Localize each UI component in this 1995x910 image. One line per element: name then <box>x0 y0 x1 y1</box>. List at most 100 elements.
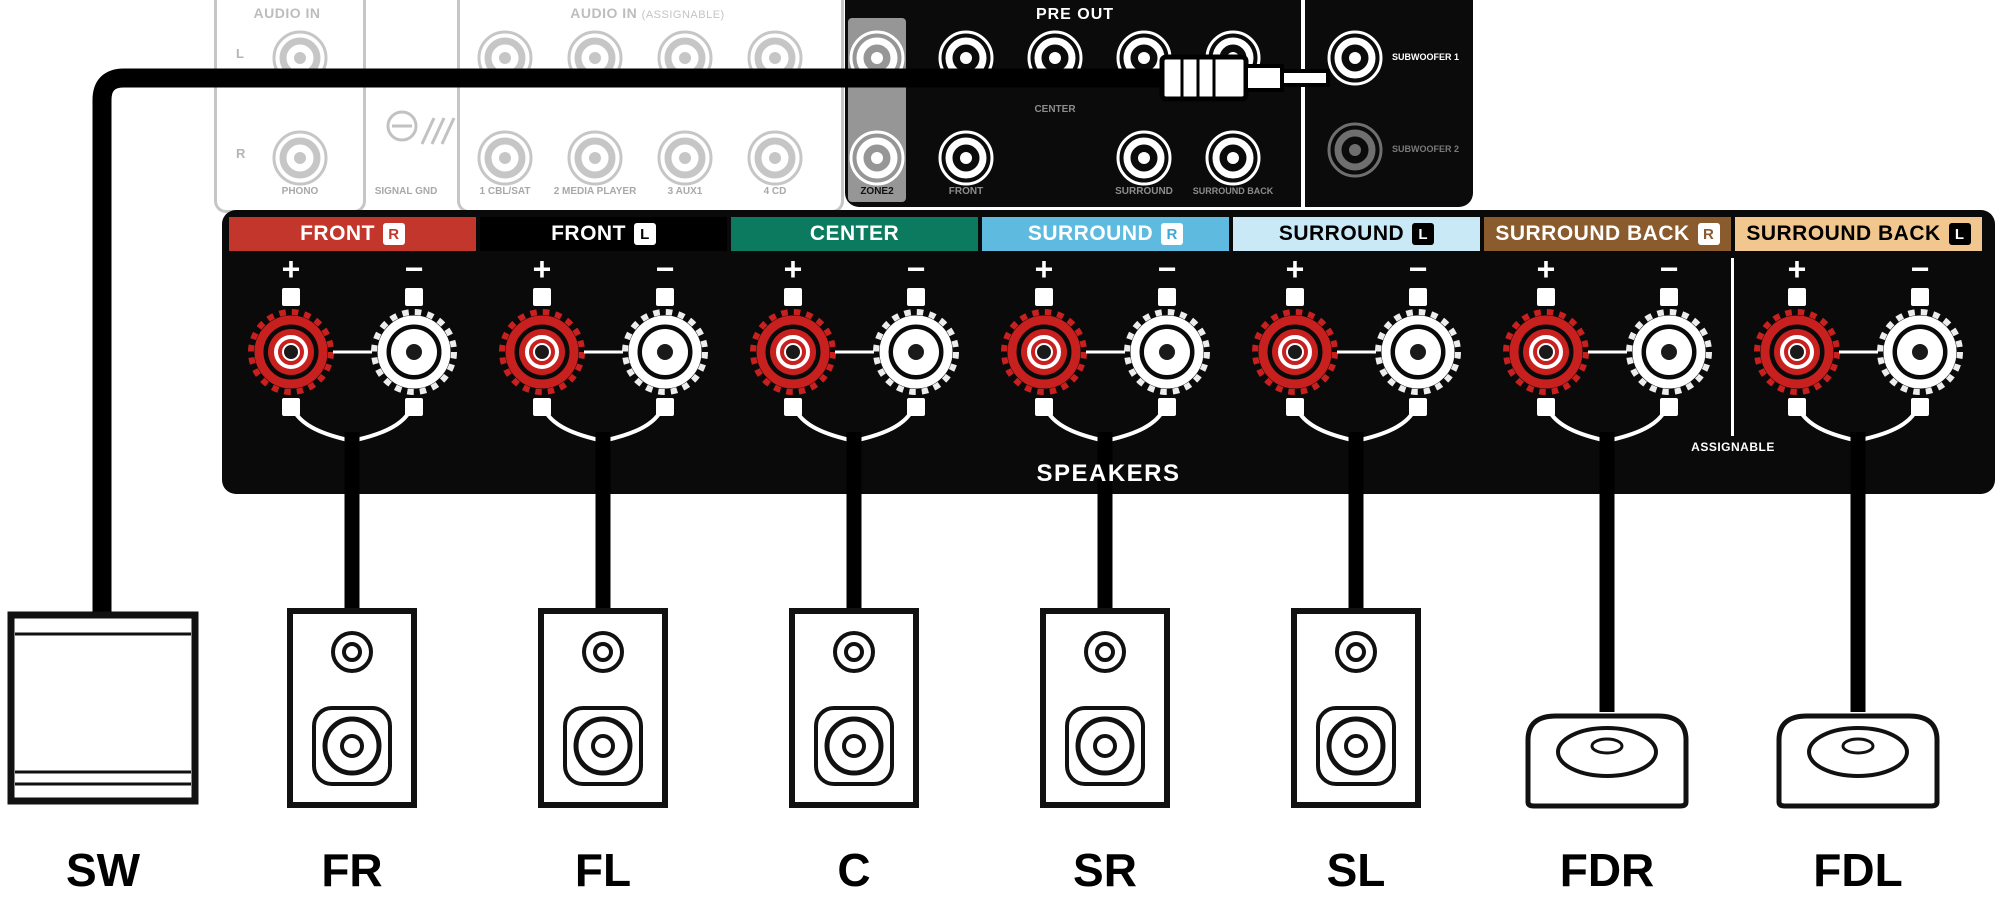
pre-out-front-label: FRONT <box>948 186 984 197</box>
subwoofer1-label: SUBWOOFER 1 <box>1392 52 1460 62</box>
channel-label-text: FRONT <box>551 222 626 245</box>
audio-in-assignable-title-sub: (ASSIGNABLE) <box>641 9 725 21</box>
media-player-r-jack-icon <box>567 130 623 186</box>
label-fl: FL <box>574 844 632 896</box>
label-c: C <box>837 844 871 896</box>
negative-binding-post <box>1880 288 1960 416</box>
pre-out-center-label: CENTER <box>1034 104 1076 115</box>
minus-symbol: − <box>1408 251 1428 287</box>
channel-label-text: SURROUND BACK <box>1746 222 1941 245</box>
cbl-sat-l-jack-icon <box>477 30 533 86</box>
zone2-r-jack-icon <box>849 130 905 186</box>
speakers-panel-title: SPEAKERS <box>1036 460 1181 487</box>
pre-out-surround-back-r-jack-icon <box>1205 130 1261 186</box>
channel-letter-badge: L <box>1948 223 1971 245</box>
positive-binding-post <box>1004 288 1084 416</box>
aux1-l-jack-icon <box>657 30 713 86</box>
phono-label: PHONO <box>281 186 319 197</box>
pre-out-surround-r-jack-icon <box>1116 130 1172 186</box>
input-label-cd: 4 CD <box>763 186 787 197</box>
speaker-terminal-surround-r: SURROUND R + − <box>982 210 1229 494</box>
front-right-speaker <box>287 608 417 808</box>
plus-symbol: + <box>1285 251 1305 287</box>
surround-left-speaker <box>1291 608 1421 808</box>
positive-binding-post <box>1757 288 1837 416</box>
audio-in-title: AUDIO IN <box>253 5 321 21</box>
binding-posts <box>731 252 978 452</box>
label-fr: FR <box>321 844 383 896</box>
audio-in-assignable-title-main: AUDIO IN <box>570 5 638 21</box>
negative-binding-post <box>625 288 705 416</box>
channel-letter-badge: R <box>382 223 405 245</box>
binding-posts <box>982 252 1229 452</box>
label-fdr: FDR <box>1559 844 1655 896</box>
plus-symbol: + <box>1787 251 1807 287</box>
assignable-divider <box>1731 258 1734 436</box>
label-sw: SW <box>65 844 141 896</box>
pre-out-surround-back-l-jack-icon <box>1205 30 1261 86</box>
channel-label: SURROUND R <box>982 217 1229 251</box>
channel-label: FRONT R <box>229 217 476 251</box>
subwoofer2-label: SUBWOOFER 2 <box>1392 144 1460 154</box>
channel-label: SURROUND L <box>1233 217 1480 251</box>
binding-posts <box>229 252 476 452</box>
phono-l-letter: L <box>236 46 244 61</box>
zone2-l-jack-icon <box>849 30 905 86</box>
pre-out-surround-back-label: SURROUND BACK <box>1192 186 1274 196</box>
channel-label-text: FRONT <box>300 222 375 245</box>
pre-out-title: PRE OUT <box>1035 6 1115 23</box>
signal-ground-terminal-icon <box>386 110 456 145</box>
channel-label: SURROUND BACK L <box>1735 217 1982 251</box>
channel-letter-badge: R <box>1161 223 1184 245</box>
cd-l-jack-icon <box>747 30 803 86</box>
negative-binding-post <box>1378 288 1458 416</box>
channel-label-text: SURROUND BACK <box>1495 222 1690 245</box>
signal-gnd-label: SIGNAL GND <box>374 186 438 197</box>
media-player-l-jack-icon <box>567 30 623 86</box>
binding-posts <box>1484 252 1731 452</box>
subwoofer-speaker <box>7 611 199 805</box>
speaker-terminal-surround-l: SURROUND L + − <box>1233 210 1480 494</box>
subwoofer2-jack-icon <box>1327 122 1383 178</box>
label-fdl: FDL <box>1813 844 1903 896</box>
minus-symbol: − <box>1659 251 1679 287</box>
aux1-r-jack-icon <box>657 130 713 186</box>
speaker-terminal-front-r: FRONT R + − <box>229 210 476 494</box>
dolby-speaker-fdr <box>1522 704 1692 809</box>
channel-letter-badge: R <box>1697 223 1720 245</box>
channel-label-text: SURROUND <box>1278 222 1405 245</box>
channel-label-text: SURROUND <box>1027 222 1154 245</box>
channel-label: SURROUND BACK R <box>1484 217 1731 251</box>
plus-symbol: + <box>1536 251 1556 287</box>
subwoofer1-jack-icon <box>1327 30 1383 86</box>
speaker-terminal-front-l: FRONT L + − <box>480 210 727 494</box>
positive-binding-post <box>251 288 331 416</box>
binding-posts <box>480 252 727 452</box>
front-left-speaker <box>538 608 668 808</box>
zone2-label: ZONE2 <box>860 186 894 197</box>
center-speaker <box>789 608 919 808</box>
binding-posts <box>1735 252 1982 452</box>
positive-binding-post <box>1506 288 1586 416</box>
cd-r-jack-icon <box>747 130 803 186</box>
phono-r-letter: R <box>236 146 246 161</box>
minus-symbol: − <box>1910 251 1930 287</box>
speaker-terminal-center: CENTER + − <box>731 210 978 494</box>
label-sl: SL <box>1326 844 1386 896</box>
subwoofer-block-separator <box>1301 0 1305 207</box>
assignable-label: ASSIGNABLE <box>1691 440 1775 454</box>
positive-binding-post <box>502 288 582 416</box>
binding-posts <box>1233 252 1480 452</box>
channel-letter-badge: L <box>633 223 656 245</box>
speaker-terminal-surround-back-l: SURROUND BACK L + − <box>1735 210 1982 494</box>
audio-in-assignable-title: AUDIO IN (ASSIGNABLE) <box>457 5 838 21</box>
pre-out-front-l-jack-icon <box>938 30 994 86</box>
negative-binding-post <box>374 288 454 416</box>
surround-right-speaker <box>1040 608 1170 808</box>
label-sr: SR <box>1073 844 1137 896</box>
pre-out-front-r-jack-icon <box>938 130 994 186</box>
channel-label: FRONT L <box>480 217 727 251</box>
phono-r-jack-icon <box>272 130 328 186</box>
cbl-sat-r-jack-icon <box>477 130 533 186</box>
